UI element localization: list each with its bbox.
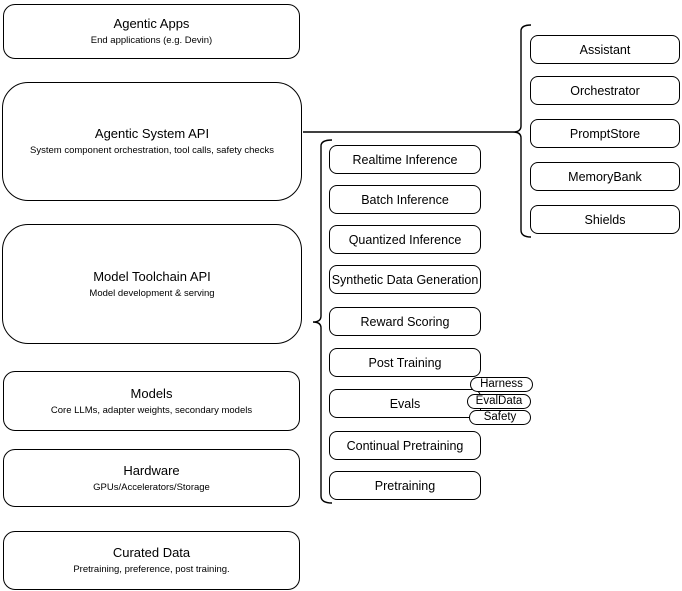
service-label: Pretraining	[374, 478, 436, 493]
service-label: Continual Pretraining	[346, 438, 464, 453]
layer-box-model-toolchain-api: Model Toolchain API Model development & …	[2, 224, 302, 344]
component-box-assistant: Assistant	[530, 35, 680, 64]
component-box-promptstore: PromptStore	[530, 119, 680, 148]
service-label: Reward Scoring	[360, 314, 450, 329]
component-label: Orchestrator	[570, 83, 640, 98]
layer-subtitle: Pretraining, preference, post training.	[73, 564, 230, 575]
service-box-evals: Evals	[329, 389, 481, 418]
service-label: Evals	[389, 396, 421, 411]
layer-title: Hardware	[123, 462, 180, 478]
layer-title: Model Toolchain API	[93, 268, 211, 284]
layer-subtitle: Core LLMs, adapter weights, secondary mo…	[50, 404, 253, 416]
layer-title: Agentic System API	[94, 126, 210, 141]
service-box-post-training: Post Training	[329, 348, 481, 377]
component-label: Shields	[584, 212, 626, 227]
layer-box-curated-data: Curated Data Pretraining, preference, po…	[3, 531, 300, 590]
layer-subtitle: Model development & serving	[89, 287, 215, 299]
service-label: Quantized Inference	[348, 232, 462, 247]
service-label: Synthetic Data Generation	[331, 272, 479, 287]
component-label: Assistant	[579, 42, 631, 57]
eval-tag-harness: Harness	[470, 377, 533, 392]
service-box-pretraining: Pretraining	[329, 471, 481, 500]
service-label: Batch Inference	[361, 192, 449, 207]
agentic-components-bracket	[512, 24, 532, 238]
service-box-continual-pretraining: Continual Pretraining	[329, 431, 481, 460]
eval-tag-safety: Safety	[469, 410, 531, 425]
service-label: Post Training	[368, 355, 442, 370]
layer-box-agentic-apps: Agentic Apps End applications (e.g. Devi…	[3, 4, 300, 59]
eval-tag-label: Harness	[480, 378, 523, 390]
layer-subtitle: End applications (e.g. Devin)	[90, 35, 213, 46]
layer-box-agentic-system-api: Agentic System API System component orch…	[2, 82, 302, 201]
layer-box-models: Models Core LLMs, adapter weights, secon…	[3, 371, 300, 431]
component-box-orchestrator: Orchestrator	[530, 76, 680, 105]
service-box-quantized-inference: Quantized Inference	[329, 225, 481, 254]
service-box-batch-inference: Batch Inference	[329, 185, 481, 214]
toolchain-services-bracket	[312, 139, 333, 504]
layer-subtitle: GPUs/Accelerators/Storage	[93, 481, 210, 493]
service-label: Realtime Inference	[352, 152, 458, 167]
component-box-shields: Shields	[530, 205, 680, 234]
eval-tag-label: Safety	[483, 411, 517, 423]
layer-title: Curated Data	[112, 545, 191, 560]
eval-tag-label: EvalData	[475, 395, 523, 407]
service-box-realtime-inference: Realtime Inference	[329, 145, 481, 174]
eval-tag-evaldata: EvalData	[467, 394, 531, 409]
service-box-synthetic-data-generation: Synthetic Data Generation	[329, 265, 481, 294]
layer-subtitle: System component orchestration, tool cal…	[30, 145, 274, 156]
component-label: MemoryBank	[568, 169, 642, 184]
component-label: PromptStore	[569, 126, 641, 141]
layer-title: Agentic Apps	[113, 16, 190, 31]
layer-title: Models	[130, 385, 173, 401]
component-box-memorybank: MemoryBank	[530, 162, 680, 191]
layer-box-hardware: Hardware GPUs/Accelerators/Storage	[3, 449, 300, 507]
service-box-reward-scoring: Reward Scoring	[329, 307, 481, 336]
